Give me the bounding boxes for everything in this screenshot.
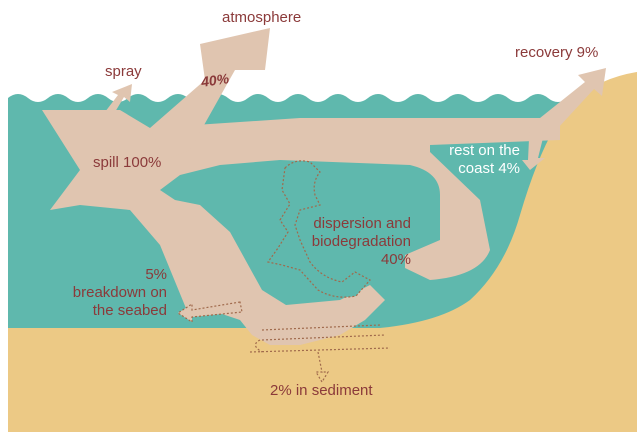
spill-main-flow [42, 110, 560, 345]
recovery-label: recovery 9% [515, 44, 599, 61]
coast-label: rest on the coast 4% [420, 142, 520, 178]
seabed-label-line1: 5% [145, 266, 167, 283]
seabed-label-line2: breakdown on [72, 284, 167, 301]
spray-branch [105, 84, 132, 112]
dispersion-label-line2: biodegradation [311, 233, 411, 250]
spill-label: spill 100% [93, 154, 162, 171]
spray-label: spray [105, 63, 142, 80]
seabed-and-coast [8, 72, 637, 432]
dispersion-label-line3: 40% [380, 251, 411, 268]
recovery-branch [540, 68, 606, 128]
dispersion-label: dispersion and biodegradation 40% [296, 215, 411, 269]
seabed-label: 5% breakdown on the seabed [55, 266, 167, 320]
seabed-label-line3: the seabed [92, 302, 167, 319]
atmosphere-label: atmosphere [222, 9, 302, 26]
seabed-breakdown-arrow [176, 301, 243, 324]
atmosphere-branch [150, 28, 270, 160]
sediment-loop [249, 324, 391, 353]
coast-label-line1: rest on the [449, 142, 520, 159]
dispersion-label-line1: dispersion and [313, 215, 411, 232]
sediment-drop-arrow [314, 351, 330, 384]
dispersion-region [266, 160, 371, 298]
sediment-label: 2% in sediment [270, 382, 373, 399]
coast-label-line2: coast 4% [458, 160, 520, 177]
coast-branch [522, 118, 548, 170]
